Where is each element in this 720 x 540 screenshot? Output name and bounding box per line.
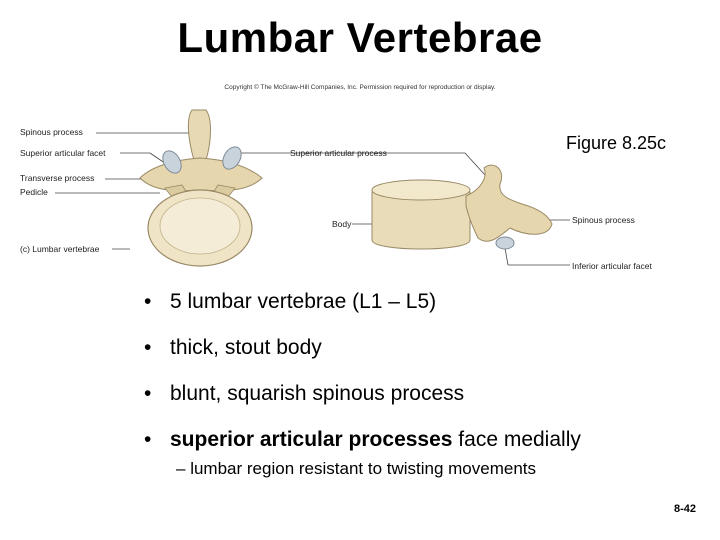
bullet-list: • 5 lumbar vertebrae (L1 – L5) • thick, … — [140, 290, 581, 474]
bullet-item: • thick, stout body — [140, 336, 581, 360]
bullet-item: • blunt, squarish spinous process — [140, 382, 581, 406]
bullet-item: • 5 lumbar vertebrae (L1 – L5) — [140, 290, 581, 314]
bullet-item: • superior articular processes face medi… — [140, 428, 581, 452]
label-transverse-process: Transverse process — [20, 173, 94, 183]
sub-bullet-dash: – — [176, 459, 185, 478]
label-body: Body — [332, 219, 351, 229]
bullet-glyph: • — [144, 382, 151, 406]
label-superior-articular-facet: Superior articular facet — [20, 148, 106, 158]
lateral-view-vertebra — [372, 165, 552, 249]
label-superior-articular-process: Superior articular process — [290, 148, 387, 158]
sub-bullet-text: lumbar region resistant to twisting move… — [190, 459, 536, 478]
sub-bullet: – lumbar region resistant to twisting mo… — [176, 459, 536, 479]
page-number: 8-42 — [674, 503, 696, 515]
figure-caption: (c) Lumbar vertebrae — [20, 244, 99, 254]
bullet-text: thick, stout body — [170, 336, 322, 359]
bullet-text: face medially — [452, 428, 580, 451]
bullet-glyph: • — [144, 336, 151, 360]
label-spinous-process-top: Spinous process — [20, 127, 83, 137]
bullet-text: blunt, squarish spinous process — [170, 382, 464, 405]
lumbar-vertebrae-illustration — [0, 0, 720, 290]
bullet-glyph: • — [144, 428, 151, 452]
bullet-glyph: • — [144, 290, 151, 314]
label-pedicle: Pedicle — [20, 187, 48, 197]
label-spinous-process-side: Spinous process — [572, 215, 635, 225]
bullet-bold-text: superior articular processes — [170, 428, 452, 451]
label-inferior-articular-facet: Inferior articular facet — [572, 261, 652, 271]
bullet-text: 5 lumbar vertebrae (L1 – L5) — [170, 290, 436, 313]
